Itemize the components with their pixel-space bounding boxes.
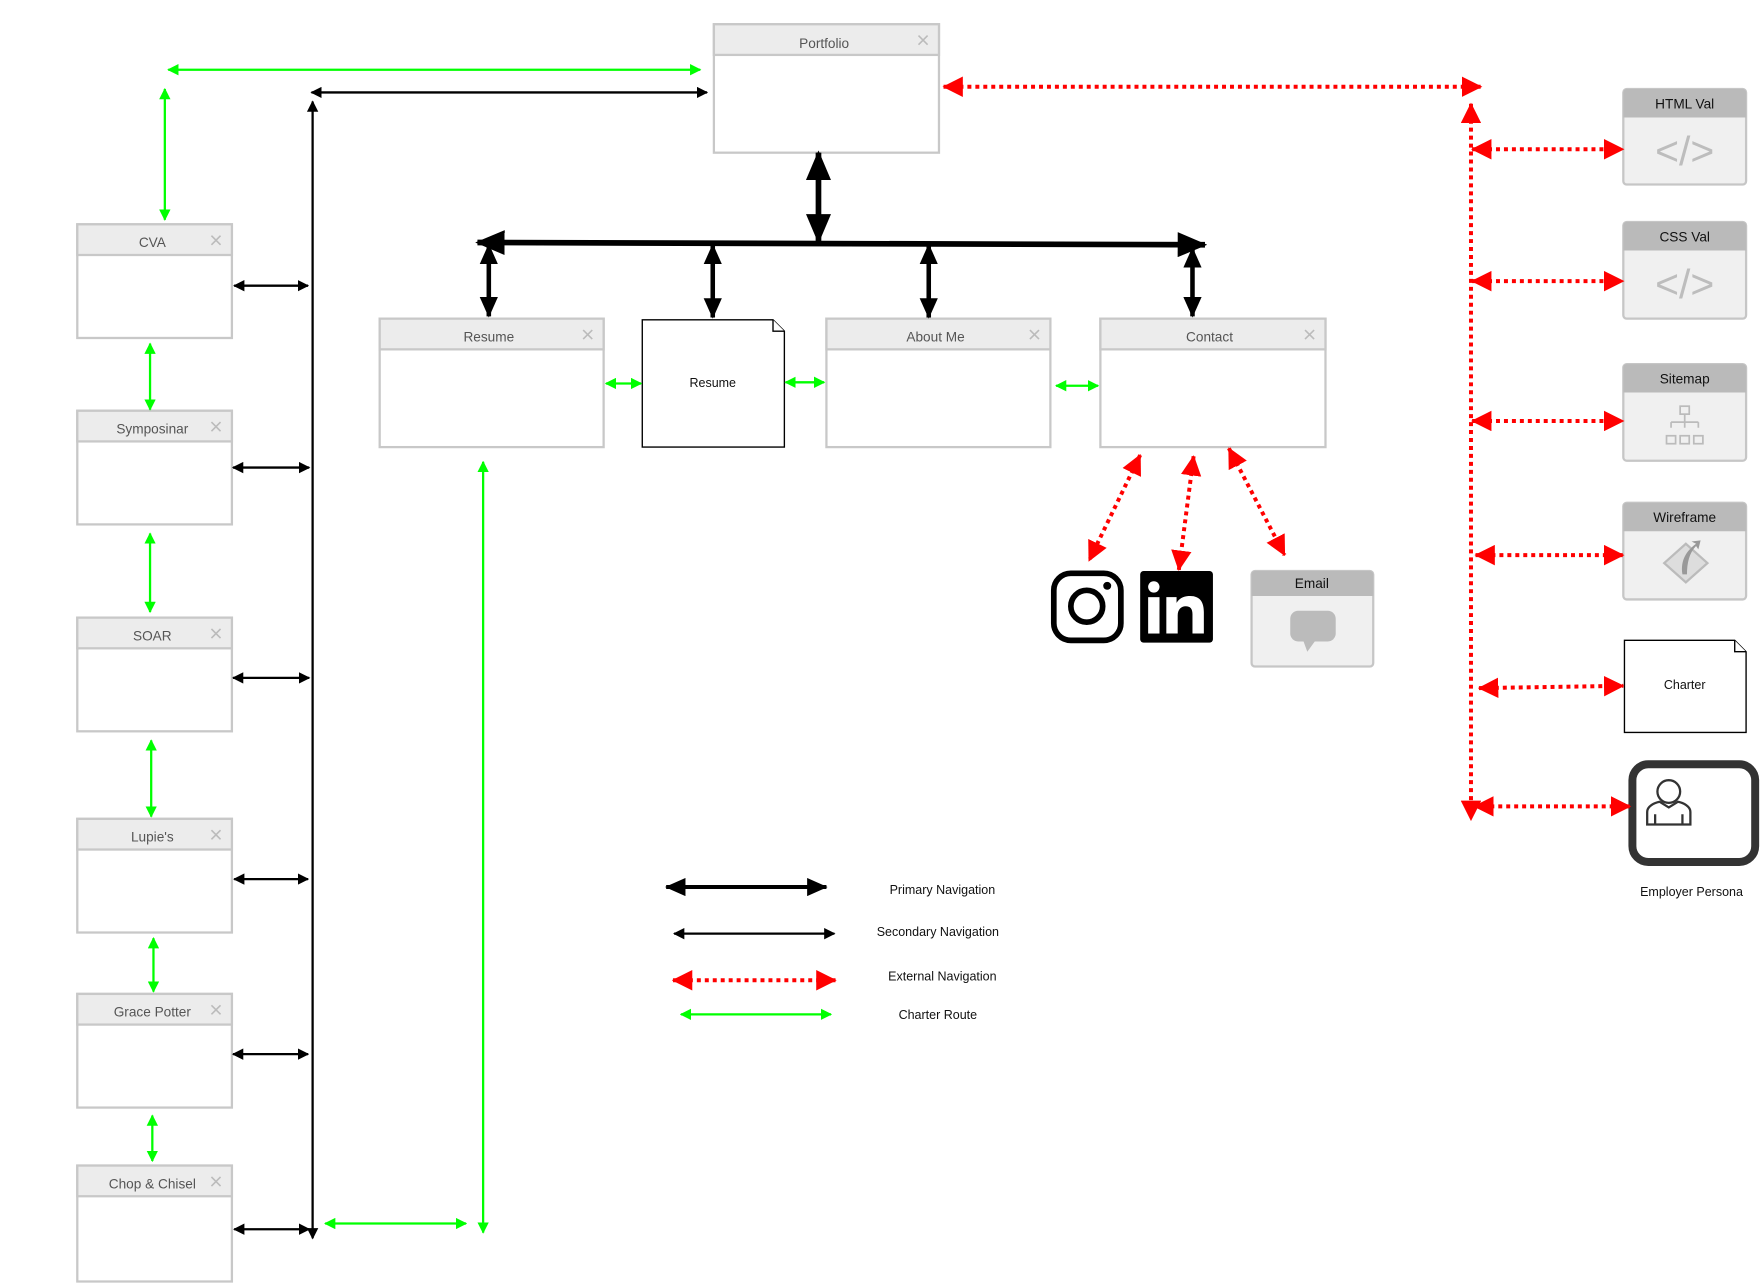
- card-title: CSS Val: [1659, 229, 1709, 244]
- window-title: Chop & Chisel: [109, 1176, 196, 1191]
- window-title: SOAR: [133, 628, 172, 643]
- external-arrow: [1087, 454, 1142, 562]
- primary-navigation: [475, 150, 1208, 319]
- charter-routes: [144, 64, 1100, 1234]
- card-title: Sitemap: [1660, 371, 1710, 386]
- page-window-lupies[interactable]: Lupie's: [76, 817, 234, 934]
- close-icon[interactable]: [210, 1176, 222, 1187]
- user-icon: [1646, 779, 1692, 826]
- persona-label: Employer Persona: [1640, 885, 1743, 899]
- window-title: About Me: [906, 329, 964, 344]
- close-icon[interactable]: [1304, 329, 1315, 340]
- code-icon: </>: [1655, 261, 1714, 307]
- close-icon[interactable]: [210, 235, 222, 246]
- legend-external-label: External Navigation: [888, 969, 996, 983]
- window-title: Contact: [1186, 329, 1233, 344]
- about-me-window[interactable]: About Me: [825, 317, 1052, 449]
- window-title: Portfolio: [799, 36, 849, 51]
- external-navigation: [942, 76, 1632, 822]
- close-icon[interactable]: [210, 1004, 222, 1015]
- close-icon[interactable]: [210, 829, 222, 840]
- sitemap-icon: [1665, 405, 1704, 445]
- charter-document[interactable]: Charter: [1623, 639, 1747, 734]
- speech-bubble-icon: [1290, 610, 1336, 652]
- legend-charter-label: Charter Route: [899, 1008, 978, 1022]
- html-val-card[interactable]: HTML Val </>: [1622, 87, 1748, 186]
- resume-document[interactable]: Resume: [641, 319, 786, 448]
- document-title: Charter: [1664, 678, 1706, 692]
- window-title: Symposinar: [116, 421, 188, 436]
- page-window-symposinar[interactable]: Symposinar: [76, 409, 234, 526]
- wireframe-card[interactable]: Wireframe: [1622, 501, 1748, 601]
- window-title: Resume: [463, 329, 514, 344]
- sitemap-card[interactable]: Sitemap: [1622, 362, 1748, 462]
- legend-secondary-label: Secondary Navigation: [877, 925, 999, 939]
- external-arrow: [1171, 455, 1202, 572]
- close-icon[interactable]: [917, 35, 929, 46]
- close-icon[interactable]: [210, 421, 222, 432]
- page-window-chop-chisel[interactable]: Chop & Chisel: [76, 1164, 234, 1283]
- css-val-card[interactable]: CSS Val </>: [1622, 220, 1748, 320]
- close-icon[interactable]: [210, 628, 222, 639]
- close-icon[interactable]: [1029, 329, 1040, 340]
- window-title: CVA: [139, 235, 167, 250]
- page-window-grace-potter[interactable]: Grace Potter: [76, 992, 234, 1109]
- external-arrow: [1477, 675, 1625, 699]
- portfolio-window[interactable]: Portfolio: [712, 23, 941, 154]
- page-window-soar[interactable]: SOAR: [76, 616, 234, 733]
- legend: Primary Navigation Secondary Navigation …: [665, 877, 999, 1022]
- document-title: Resume: [689, 376, 736, 390]
- resume-window[interactable]: Resume: [378, 317, 605, 449]
- card-title: Wireframe: [1653, 510, 1716, 525]
- card-title: Email: [1295, 576, 1329, 591]
- email-card[interactable]: Email: [1250, 569, 1375, 668]
- linkedin-icon[interactable]: [1140, 571, 1213, 643]
- window-title: Lupie's: [131, 830, 174, 845]
- external-arrow: [1227, 447, 1287, 557]
- code-icon: </>: [1655, 128, 1714, 174]
- page-window-cva[interactable]: CVA: [76, 223, 234, 340]
- legend-primary-label: Primary Navigation: [890, 883, 996, 897]
- instagram-icon[interactable]: [1050, 570, 1124, 644]
- employer-persona[interactable]: Employer Persona: [1628, 760, 1760, 899]
- wireframe-icon: [1662, 540, 1710, 584]
- card-title: HTML Val: [1655, 96, 1714, 111]
- close-icon[interactable]: [582, 329, 593, 340]
- window-title: Grace Potter: [114, 1005, 192, 1020]
- primary-arrow: [475, 230, 1208, 258]
- secondary-navigation: [231, 86, 709, 1240]
- contact-window[interactable]: Contact: [1099, 317, 1327, 449]
